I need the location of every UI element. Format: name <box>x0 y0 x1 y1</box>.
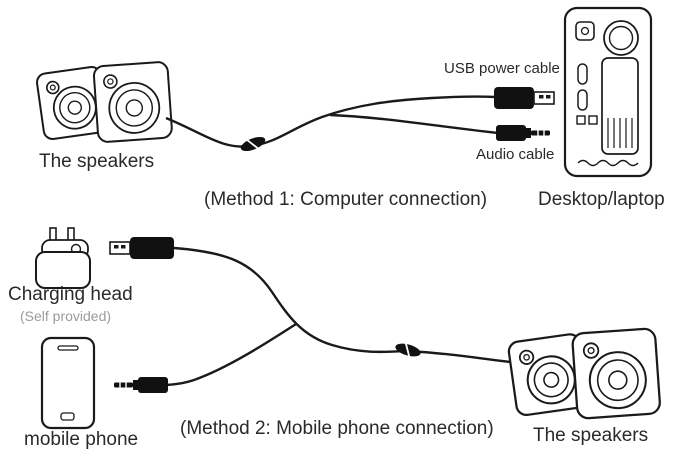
method-2-caption: (Method 2: Mobile phone connection) <box>180 418 494 439</box>
cable-clip-top <box>240 136 266 152</box>
usb-power-cable-label: USB power cable <box>444 60 560 77</box>
desktop-tower-illustration <box>563 6 653 178</box>
usb-plug-bottom <box>109 237 174 259</box>
mobile-audio-cable-line <box>165 322 297 387</box>
self-provided-label: (Self provided) <box>20 308 112 324</box>
charging-head-label: Charging head <box>8 284 133 305</box>
desktop-laptop-label: Desktop/laptop <box>538 189 665 210</box>
cable-clip-bottom <box>395 342 421 357</box>
audio-jack-top <box>496 125 550 141</box>
audio-jack-bottom <box>114 377 168 393</box>
speakers-bottom-illustration <box>506 327 662 420</box>
usb-power-cable-line <box>165 95 497 148</box>
method-1-caption: (Method 1: Computer connection) <box>204 189 488 210</box>
usb-plug-top <box>494 87 555 109</box>
mobile-phone-label: mobile phone <box>24 429 139 450</box>
mobile-phone-illustration <box>40 336 96 430</box>
audio-cable-label: Audio cable <box>476 146 555 163</box>
speakers-top-illustration <box>34 60 174 144</box>
mobile-power-cable-line <box>173 246 511 364</box>
speakers-top-label: The speakers <box>39 151 155 172</box>
speakers-bottom-label: The speakers <box>533 425 649 446</box>
charging-head-illustration <box>35 227 91 289</box>
audio-cable-line <box>329 113 499 135</box>
